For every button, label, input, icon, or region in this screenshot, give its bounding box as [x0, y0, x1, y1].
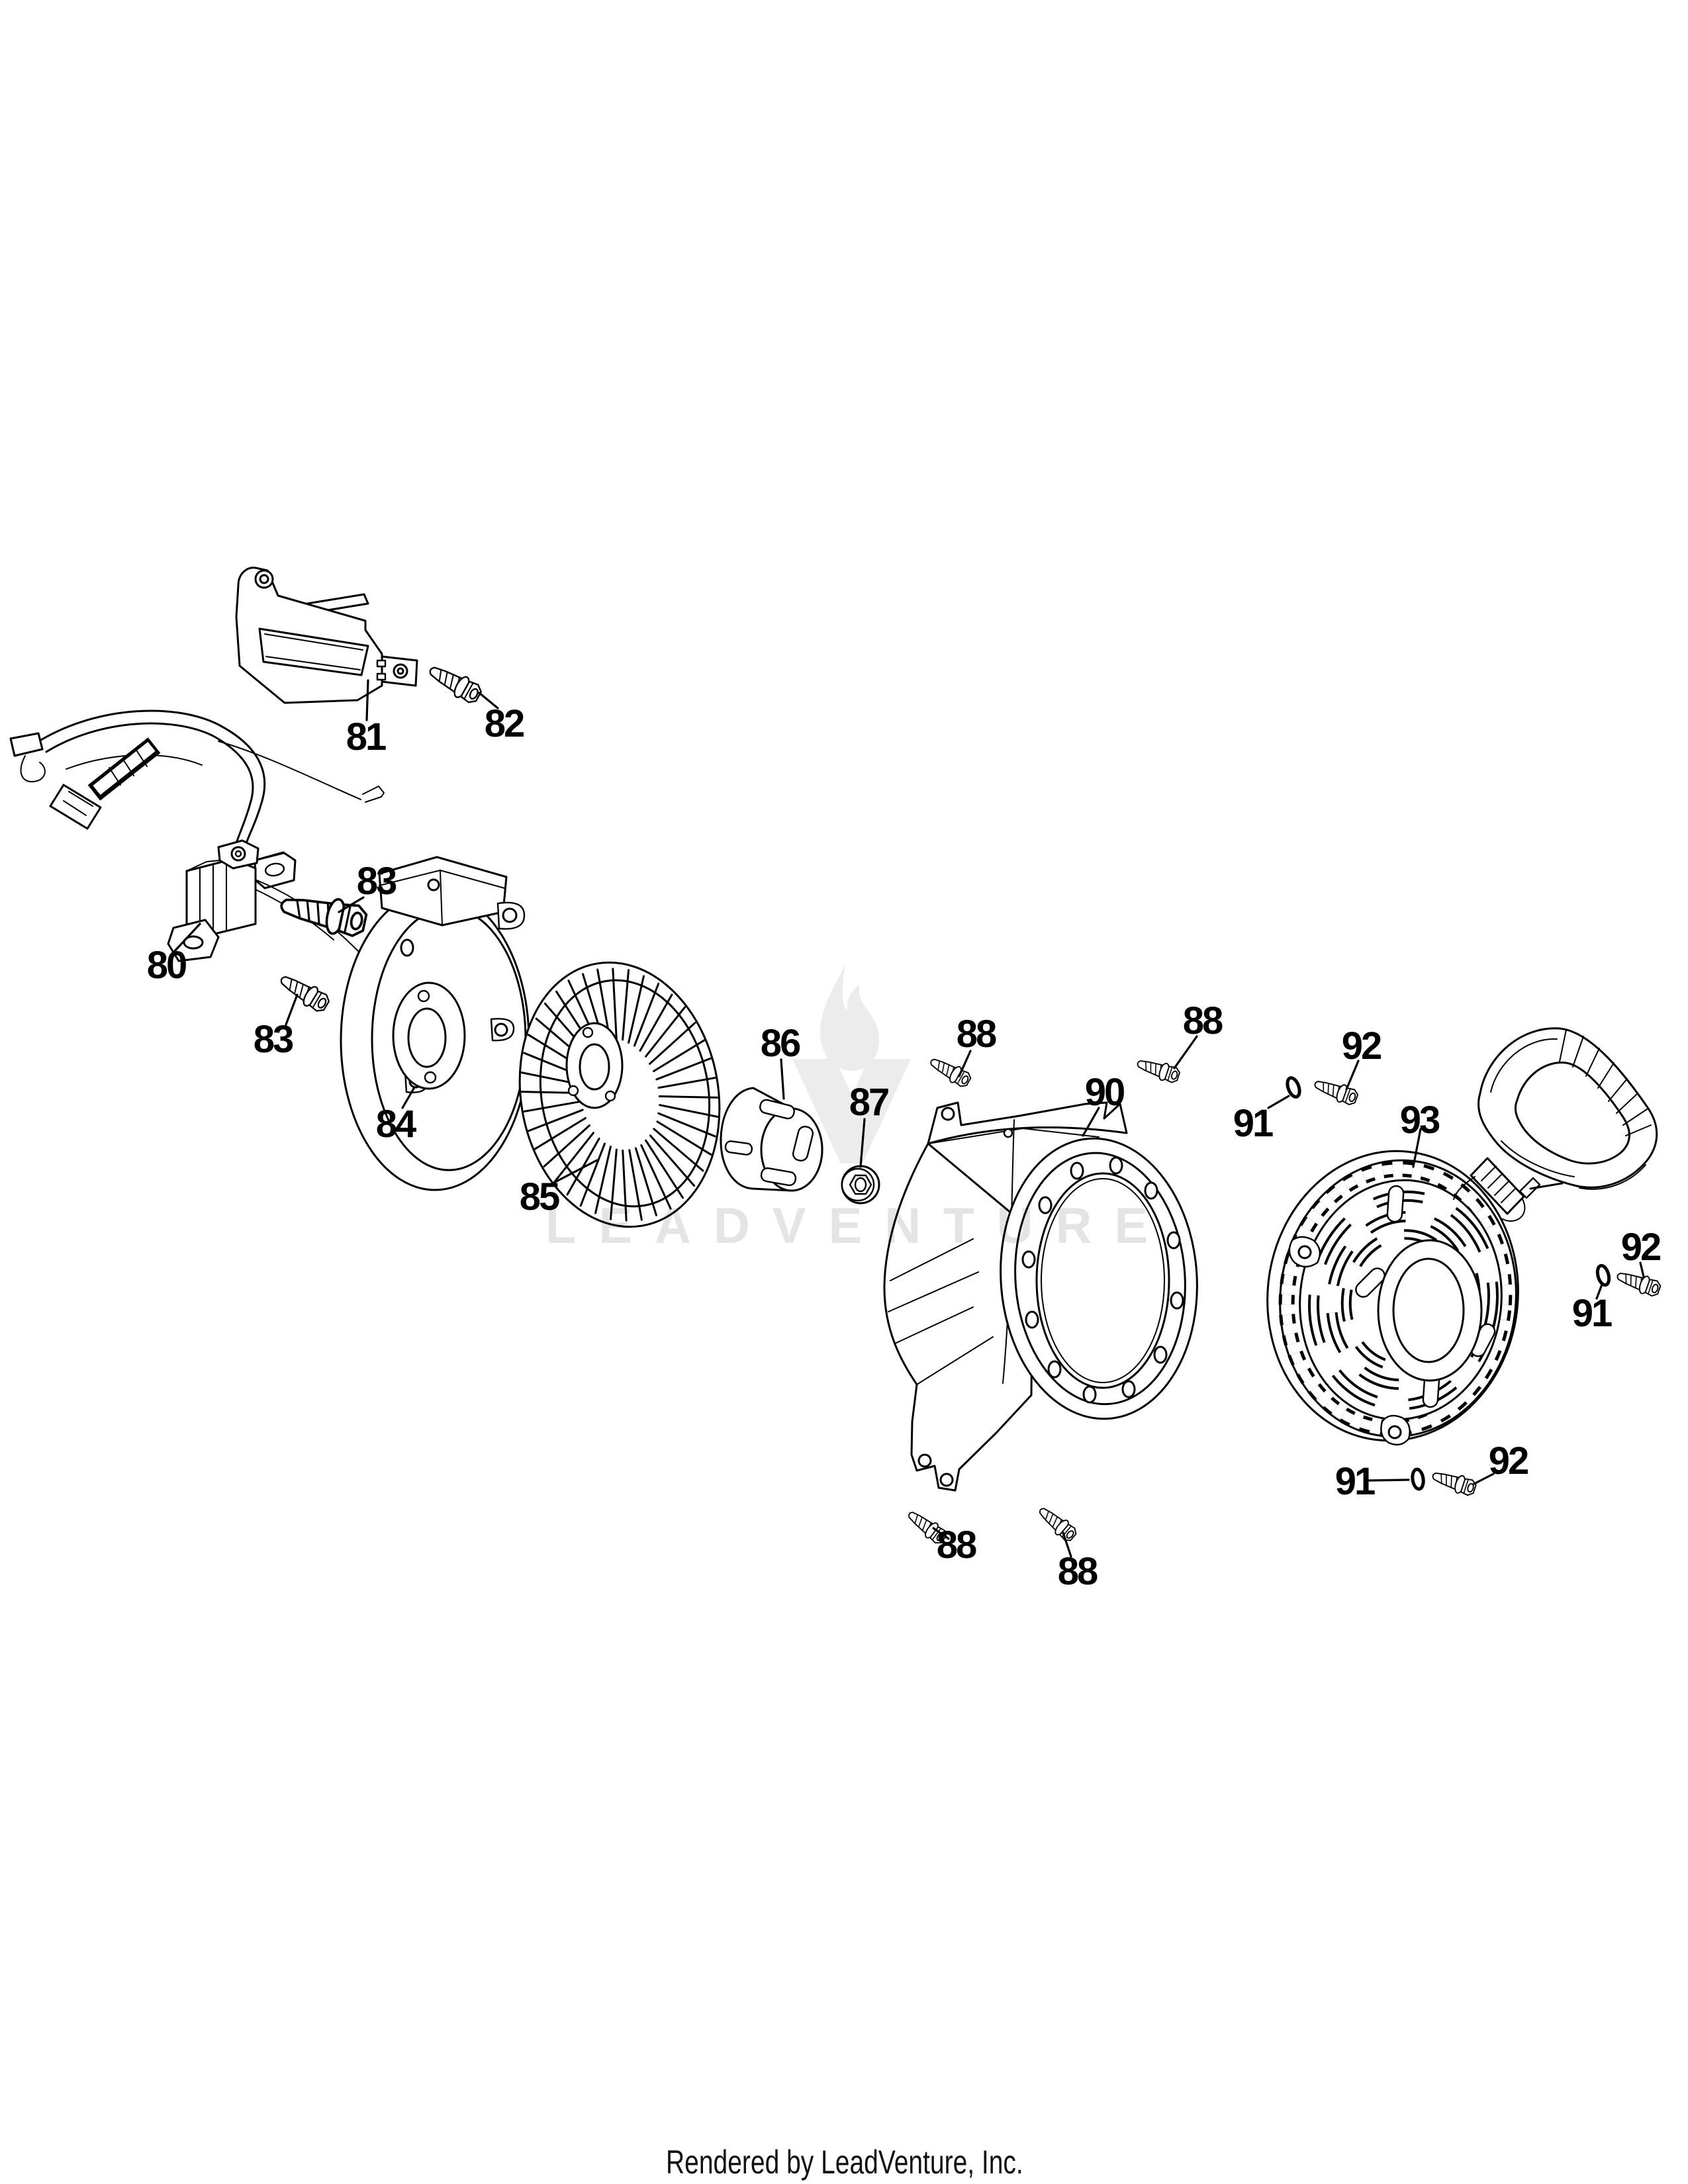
screw-88-bottom-mid-icon: [1034, 1502, 1080, 1545]
callout-83-upper: 83: [357, 860, 397, 903]
footer-credit: Rendered by LeadVenture, Inc.: [666, 2143, 1023, 2181]
callout-93: 93: [1400, 1099, 1440, 1142]
screw-92-top-icon: [1311, 1074, 1360, 1108]
oring-91-right-icon: [1595, 1264, 1611, 1286]
callout-88-top-left: 88: [957, 1013, 996, 1056]
callout-84: 84: [376, 1103, 416, 1146]
part-86-starter-cup: [720, 1087, 823, 1192]
wire-connector: [9, 732, 44, 757]
callout-88-bottom-mid: 88: [1058, 1550, 1098, 1593]
starter-handle: [1477, 1027, 1658, 1190]
callout-92-right: 92: [1621, 1226, 1660, 1269]
callout-85: 85: [520, 1175, 559, 1218]
callout-83-lower: 83: [254, 1018, 293, 1061]
part-90-blower-housing: [883, 1101, 1198, 1492]
screw-88-top-right-icon: [1134, 1054, 1182, 1086]
fan-blades: [520, 968, 720, 1222]
part-81-bracket: [235, 567, 418, 704]
oring-91-top-icon: [1285, 1076, 1301, 1099]
callout-91-right: 91: [1572, 1292, 1612, 1335]
oring-91-bottom-icon: [1411, 1469, 1425, 1490]
screw-82-icon: [424, 659, 485, 707]
watermark-flame-icon: [820, 965, 880, 1071]
callout-81: 81: [346, 715, 386, 758]
callout-80: 80: [147, 944, 186, 987]
screw-83-upper-icon: [277, 886, 370, 941]
screw-92-right-icon: [1614, 1266, 1663, 1299]
part-87-flange-nut: [841, 1165, 880, 1205]
rope-ferrule: [1470, 1157, 1525, 1215]
bracket-hole: [259, 574, 269, 584]
callout-88-top-right: 88: [1183, 999, 1223, 1042]
part-93-recoil-starter: [1266, 1027, 1658, 1446]
part-80-ignition-coil: [9, 709, 385, 962]
callout-91-top: 91: [1233, 1102, 1273, 1145]
part-84-flywheel: [340, 856, 530, 1191]
callout-92-bottom: 92: [1489, 1439, 1528, 1482]
plug-cap: [49, 784, 102, 830]
part-85-fan: [518, 961, 721, 1228]
watermark: LEADVENTURE: [545, 965, 1170, 1254]
callout-82: 82: [485, 702, 524, 745]
callout-91-bottom: 91: [1335, 1460, 1375, 1503]
callout-86: 86: [761, 1022, 800, 1065]
callout-90: 90: [1085, 1071, 1124, 1114]
watermark-v-icon: [792, 1059, 911, 1163]
screw-92-bottom-icon: [1429, 1466, 1478, 1498]
callout-92-top: 92: [1342, 1024, 1381, 1068]
callout-88-bottom-left: 88: [937, 1524, 976, 1567]
watermark-text: LEADVENTURE: [545, 1198, 1170, 1254]
screw-83-lower-icon: [275, 969, 333, 1016]
